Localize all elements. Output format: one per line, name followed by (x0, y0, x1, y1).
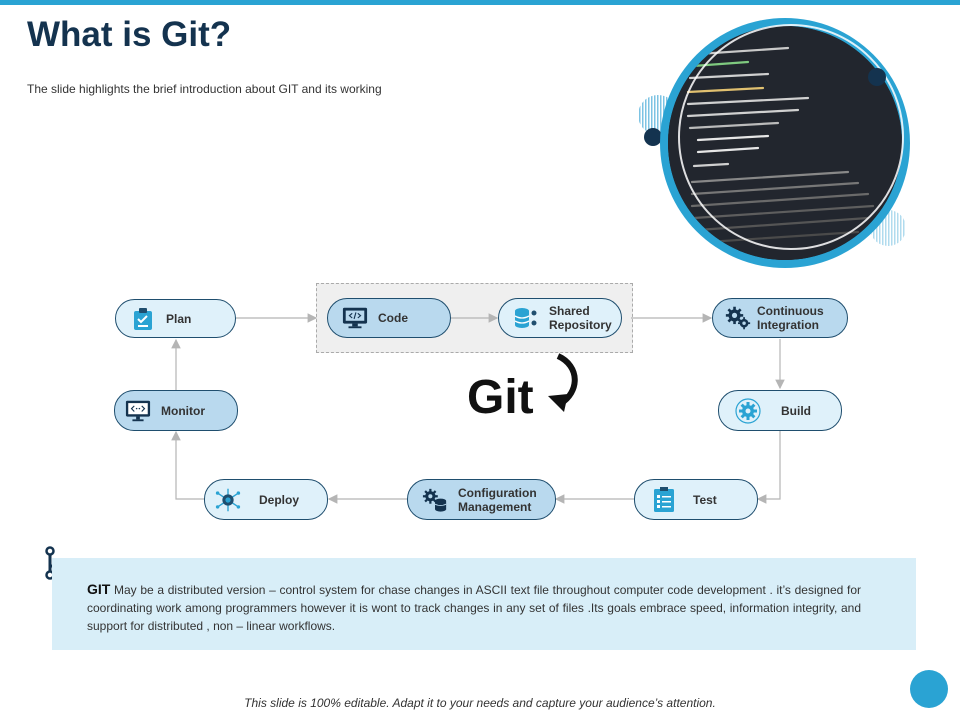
checklist-icon (651, 486, 677, 513)
step-shared-repository: Shared Repository (498, 298, 622, 338)
step-test: Test (634, 479, 758, 520)
git-description-text: May be a distributed version – control s… (87, 583, 861, 633)
clipboard-icon (130, 306, 156, 332)
decorative-ring (678, 24, 904, 250)
top-accent-bar (0, 0, 960, 5)
step-code: Code (327, 298, 451, 338)
step-configuration-management-label: Configuration Management (458, 485, 537, 514)
git-center-label: Git (467, 371, 534, 424)
curved-arrow-icon (548, 353, 578, 412)
database-icon (513, 305, 539, 331)
step-configuration-management: Configuration Management (407, 479, 556, 520)
code-monitor-icon (125, 398, 151, 424)
decorative-dot (868, 68, 886, 86)
step-build-label: Build (781, 403, 811, 418)
step-monitor-label: Monitor (161, 403, 205, 418)
git-description-box: GIT May be a distributed version – contr… (52, 558, 916, 650)
page-title: What is Git? (27, 15, 232, 54)
step-continuous-integration-label: Continuous Integration (757, 304, 824, 332)
footer-note: This slide is 100% editable. Adapt it to… (244, 696, 716, 710)
step-monitor: Monitor (114, 390, 238, 431)
step-plan: Plan (115, 299, 236, 338)
page-subtitle: The slide highlights the brief introduct… (27, 82, 382, 96)
network-hub-icon (215, 487, 241, 513)
gear-icon (735, 397, 761, 424)
corner-decoration (910, 670, 948, 708)
code-monitor-icon (342, 305, 368, 331)
step-code-label: Code (378, 311, 408, 325)
step-build: Build (718, 390, 842, 431)
git-description-lead: GIT (87, 581, 111, 597)
step-plan-label: Plan (166, 311, 192, 326)
step-deploy-label: Deploy (259, 492, 300, 507)
step-test-label: Test (693, 492, 717, 507)
step-shared-repository-label: Shared Repository (549, 304, 612, 332)
code-photo-circle (660, 18, 910, 268)
step-deploy: Deploy (204, 479, 328, 520)
step-continuous-integration: Continuous Integration (712, 298, 848, 338)
gear-database-icon (422, 487, 448, 513)
gears-icon (725, 305, 751, 331)
